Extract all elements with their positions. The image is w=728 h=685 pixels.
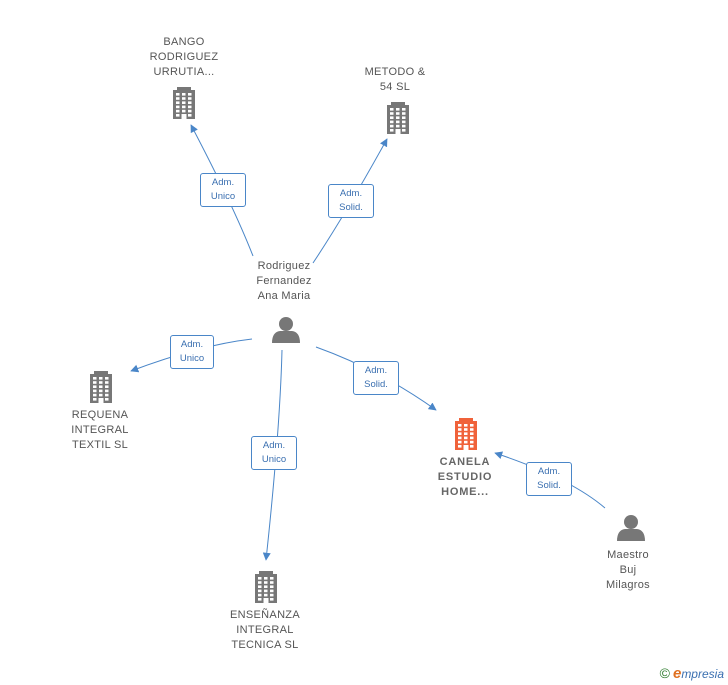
edge-label-line: Unico — [210, 191, 236, 202]
brand-name: mpresia — [681, 667, 724, 681]
node-label-line: TECNICA SL — [231, 639, 299, 651]
node-label-bango[interactable]: BANGO RODRIGUEZ URRUTIA... — [139, 35, 229, 80]
node-label-line: ENSEÑANZA — [230, 609, 300, 621]
empresia-logo: ©empresia — [660, 665, 724, 682]
edge-label-line: Adm. — [211, 177, 235, 188]
node-label-line: ESTUDIO — [437, 471, 493, 483]
edge-label-line: Adm. — [180, 339, 204, 350]
node-label-line: 54 SL — [379, 81, 411, 93]
building-icon[interactable] — [173, 87, 195, 119]
edge-label-line: Solid. — [364, 379, 388, 390]
edge-label-rodriguez-to-requena[interactable]: Adm. Unico — [170, 335, 214, 369]
building-icon[interactable] — [90, 371, 112, 403]
person-icon[interactable] — [617, 515, 645, 541]
edge-label-line: Solid. — [537, 480, 561, 491]
brand-letter-e: e — [672, 665, 682, 682]
node-label-line: TEXTIL SL — [71, 439, 129, 451]
edge-label-line: Solid. — [339, 202, 363, 213]
node-label-line: CANELA — [439, 456, 491, 468]
node-label-line: URRUTIA... — [153, 66, 215, 78]
node-label-line: Milagros — [606, 579, 650, 591]
edge-label-rodriguez-to-canela[interactable]: Adm. Solid. — [353, 361, 399, 395]
node-label-line: Fernandez — [256, 275, 312, 287]
node-label-line: METODO & — [364, 66, 426, 78]
edge-label-rodriguez-to-bango[interactable]: Adm. Unico — [200, 173, 246, 207]
node-label-canela[interactable]: CANELA ESTUDIO HOME... — [425, 455, 505, 500]
edge-label-line: Adm. — [537, 466, 561, 477]
company-focus-icon[interactable] — [455, 418, 477, 450]
node-label-requena[interactable]: REQUENA INTEGRAL TEXTIL SL — [55, 408, 145, 453]
node-label-line: Buj — [619, 564, 637, 576]
edge-label-maestro-to-canela[interactable]: Adm. Solid. — [526, 462, 572, 496]
node-label-line: REQUENA — [71, 409, 129, 421]
node-label-line: INTEGRAL — [236, 624, 294, 636]
node-label-line: RODRIGUEZ — [149, 51, 219, 63]
node-label-line: BANGO — [163, 36, 205, 48]
edge-label-line: Adm. — [262, 440, 286, 451]
node-label-line: Maestro — [607, 549, 649, 561]
edge-label-rodriguez-to-metodo[interactable]: Adm. Solid. — [328, 184, 374, 218]
node-label-ensenanza[interactable]: ENSEÑANZA INTEGRAL TECNICA SL — [215, 608, 315, 653]
building-icon[interactable] — [255, 571, 277, 603]
building-icon[interactable] — [387, 102, 409, 134]
edge-label-line: Unico — [179, 353, 205, 364]
edge-label-line: Adm. — [364, 365, 388, 376]
node-label-line: HOME... — [441, 486, 489, 498]
copyright-symbol: © — [659, 665, 670, 681]
edge-label-line: Adm. — [339, 188, 363, 199]
edge-label-line: Unico — [261, 454, 287, 465]
node-label-line: Rodriguez — [257, 260, 311, 272]
node-label-metodo[interactable]: METODO & 54 SL — [355, 65, 435, 95]
node-label-line: INTEGRAL — [71, 424, 129, 436]
node-label-line: Ana Maria — [257, 290, 311, 302]
edge-label-rodriguez-to-ensenanza[interactable]: Adm. Unico — [251, 436, 297, 470]
person-icon[interactable] — [272, 317, 300, 343]
